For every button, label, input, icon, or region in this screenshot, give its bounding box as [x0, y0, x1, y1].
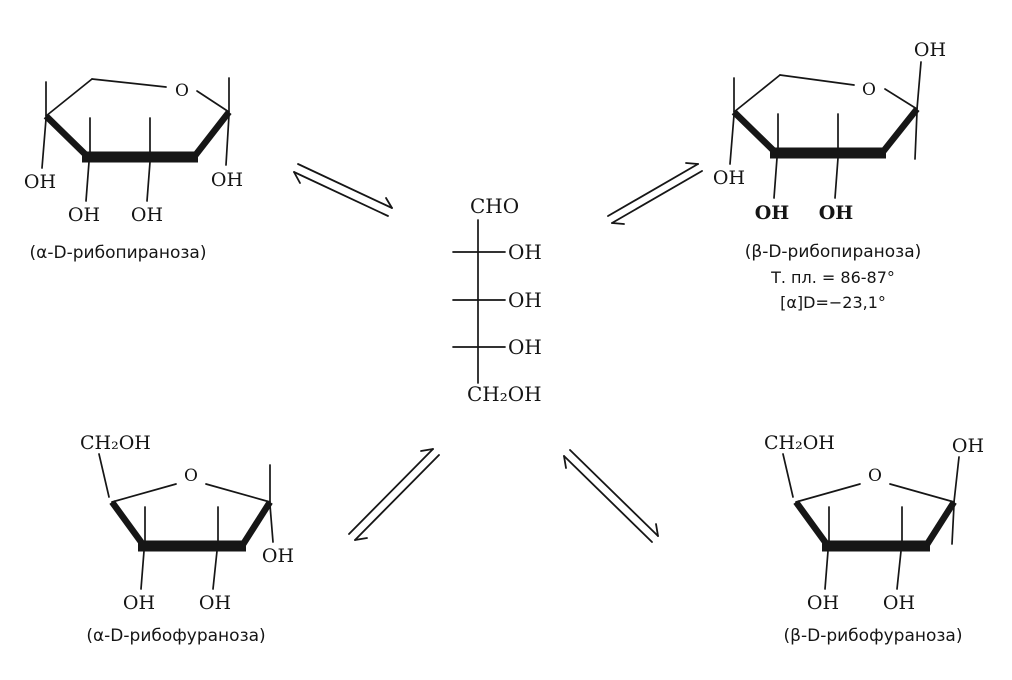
ring-bond	[196, 90, 230, 113]
ring-bold-bond	[191, 110, 232, 159]
ring-bond	[45, 78, 93, 117]
caption-beta-furanose: (β-D-рибофураноза)	[784, 626, 963, 646]
arrow-barb	[354, 537, 368, 541]
beta-d-ribopyranose-structure: O OH OH OH OH (β-D-рибопираноза) Т. пл. …	[713, 39, 946, 312]
melting-point-label: Т. пл. = 86-87°	[770, 268, 895, 287]
hydroxyl-bond	[212, 550, 218, 590]
optical-rotation-label: [α]D=−23,1°	[780, 293, 886, 312]
ring-bond	[779, 74, 855, 86]
arrow-line	[297, 163, 393, 209]
caption-alpha-pyranose: (α-D-рибопираноза)	[30, 243, 207, 263]
hydroxyl-label: OH	[819, 202, 854, 224]
hydroxyl-label: OH	[508, 240, 542, 264]
ring-bond	[91, 78, 167, 88]
arrow-line	[563, 455, 653, 543]
arrow-barb	[611, 222, 625, 225]
arrow-barb	[385, 197, 393, 209]
ring-bond	[884, 88, 918, 110]
hydroxyl-bond	[41, 118, 47, 169]
ring-oxygen-label: O	[868, 466, 882, 486]
hydroxyl-label: OH	[68, 204, 100, 226]
hydroxyl-label: OH	[713, 167, 745, 189]
hydroxymethyl-bond	[782, 453, 794, 498]
ring-bold-bond	[923, 500, 957, 548]
hydroxyl-label: OH	[755, 202, 790, 224]
arrow-line	[293, 171, 389, 217]
hydroxyl-bond	[834, 157, 839, 199]
hydroxyl-bond	[896, 550, 902, 590]
ring-bond	[111, 483, 177, 503]
anomeric-hydroxyl-bond	[269, 504, 274, 543]
hydroxyl-bond	[729, 114, 735, 165]
alpha-d-ribopyranose-structure: O OH OH OH OH (α-D-рибопираноза)	[24, 77, 243, 263]
arrow-line	[354, 454, 440, 541]
hydroxyl-bond	[824, 550, 829, 590]
ring-bold-bond	[793, 500, 831, 548]
hydroxyl-label: OH	[883, 592, 915, 614]
hydroxyl-label: OH	[262, 545, 294, 567]
hydroxyl-label: OH	[508, 335, 542, 359]
arrow-line	[611, 170, 703, 224]
hydroxymethyl-label: CH₂OH	[764, 432, 835, 454]
equilibrium-arrow-top-left	[293, 163, 393, 217]
anomeric-hydroxyl-bond	[916, 61, 922, 110]
caption-beta-pyranose: (β-D-рибопираноза)	[745, 242, 922, 262]
hydroxyl-label: OH	[199, 592, 231, 614]
hydroxyl-label: OH	[211, 169, 243, 191]
substituent-tick	[914, 111, 918, 160]
arrow-barb	[655, 523, 659, 537]
equilibrium-arrow-top-right	[607, 162, 703, 225]
ring-bold-bond	[43, 113, 91, 160]
hydroxyl-label: OH	[508, 288, 542, 312]
arrow-barb	[685, 162, 699, 165]
ring-bond	[733, 74, 781, 113]
hydroxyl-bond	[225, 114, 230, 166]
arrow-barb	[293, 171, 301, 184]
ring-bond	[205, 483, 271, 503]
equilibrium-arrow-bottom-left	[348, 448, 440, 541]
beta-d-ribofuranose-structure: CH₂OH O OH OH OH (β-D-рибофураноза)	[764, 432, 984, 646]
equilibrium-arrow-bottom-right	[563, 449, 659, 543]
caption-alpha-furanose: (α-D-рибофураноза)	[86, 626, 265, 646]
hydroxymethyl-bond	[98, 453, 110, 498]
ring-bold-bond	[109, 500, 147, 548]
hydroxyl-bond	[85, 161, 90, 202]
hydroxyl-label: OH	[914, 39, 946, 61]
hydroxyl-label: OH	[123, 592, 155, 614]
hydroxyl-bond	[773, 157, 778, 199]
ring-bond	[889, 483, 955, 503]
alpha-d-ribofuranose-structure: CH₂OH O OH OH OH (α-D-рибофураноза)	[80, 432, 294, 646]
ring-oxygen-label: O	[862, 80, 876, 100]
arrow-line	[607, 163, 699, 217]
ring-bond	[795, 483, 861, 503]
open-chain-aldehyde-structure: CHO OH OH OH CH₂OH	[452, 194, 542, 406]
arrow-line	[569, 449, 659, 537]
anomeric-hydroxyl-bond	[953, 456, 960, 503]
hydroxymethyl-label: CH₂OH	[80, 432, 151, 454]
ring-bold-bond	[879, 106, 920, 156]
hydroxyl-bond	[140, 550, 145, 590]
ring-bold-bond	[239, 500, 273, 548]
hydroxyl-label: OH	[952, 435, 984, 457]
aldehyde-label: CHO	[470, 194, 519, 218]
arrow-line	[348, 448, 434, 535]
hydroxymethyl-label: CH₂OH	[467, 382, 542, 406]
hydroxyl-bond	[146, 161, 151, 202]
hydroxyl-label: OH	[807, 592, 839, 614]
arrow-barb	[563, 455, 567, 469]
arrow-barb	[420, 448, 434, 452]
substituent-tick	[951, 504, 955, 545]
hydroxyl-label: OH	[24, 171, 56, 193]
ring-oxygen-label: O	[184, 466, 198, 486]
ring-bold-bond	[731, 109, 779, 156]
ring-oxygen-label: O	[175, 81, 189, 101]
hydroxyl-label: OH	[131, 204, 163, 226]
